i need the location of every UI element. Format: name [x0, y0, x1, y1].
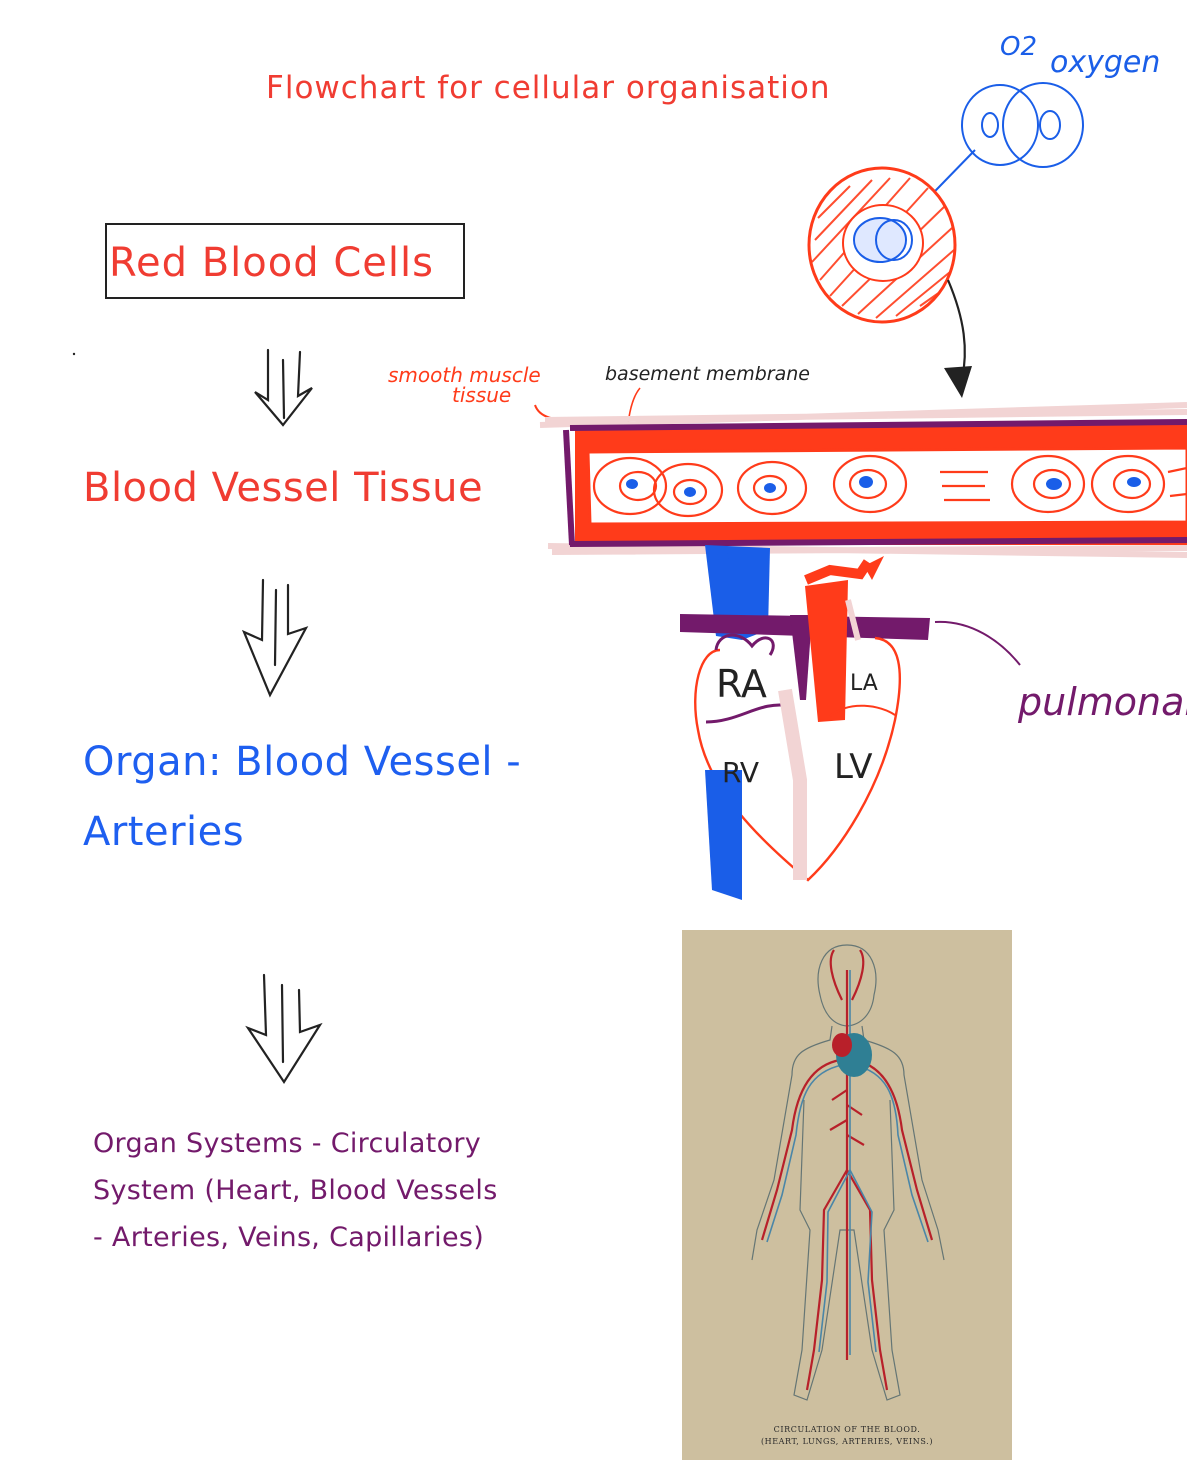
red-blood-cell-icon — [807, 166, 972, 398]
heart-icon — [680, 545, 1021, 900]
heart-rv-label: RV — [722, 756, 759, 789]
heart-lv-label: LV — [834, 747, 872, 787]
caption-line-1: CIRCULATION OF THE BLOOD. — [773, 1425, 921, 1434]
pulmonary-label: pulmonary — [1017, 680, 1187, 724]
heart-ra-label: RA — [716, 662, 767, 706]
smooth-muscle-label: smooth muscle — [388, 363, 541, 387]
basement-membrane-label: basement membrane — [605, 363, 810, 385]
heart-la-label: LA — [850, 671, 878, 696]
human-figure-icon — [751, 944, 945, 1401]
cells-step-box — [105, 223, 465, 299]
cells-step-label: Red Blood Cells — [109, 240, 434, 286]
system-step-line-1: Organ Systems - Circulatory — [93, 1128, 482, 1159]
organ-step-line-1: Organ: Blood Vessel - — [83, 739, 522, 785]
illustration-caption: CIRCULATION OF THE BLOOD. (HEART, LUNGS,… — [682, 1424, 1012, 1448]
tissue-step-label: Blood Vessel Tissue — [83, 465, 484, 511]
system-step-line-3: - Arteries, Veins, Capillaries) — [93, 1222, 485, 1253]
down-arrow-icon — [254, 348, 313, 427]
blood-vessel-icon — [539, 402, 1187, 558]
down-arrow-icon — [245, 973, 323, 1085]
oxygen-symbol-label: O2 — [1000, 32, 1037, 62]
down-arrow-icon — [241, 578, 309, 698]
caption-line-2: (HEART, LUNGS, ARTERIES, VEINS.) — [760, 1437, 934, 1446]
organ-step-line-2: Arteries — [83, 809, 245, 855]
system-step-line-2: System (Heart, Blood Vessels — [93, 1175, 498, 1206]
smooth-muscle-label-2: tissue — [452, 383, 511, 407]
circulation-illustration — [682, 930, 1012, 1460]
organ-step-label: Organ: Blood Vessel - Arteries — [83, 727, 521, 867]
page-title: Flowchart for cellular organisation — [266, 70, 831, 106]
oxygen-word-label: oxygen — [1050, 45, 1160, 80]
system-step-label: Organ Systems - Circulatory System (Hear… — [93, 1120, 498, 1261]
